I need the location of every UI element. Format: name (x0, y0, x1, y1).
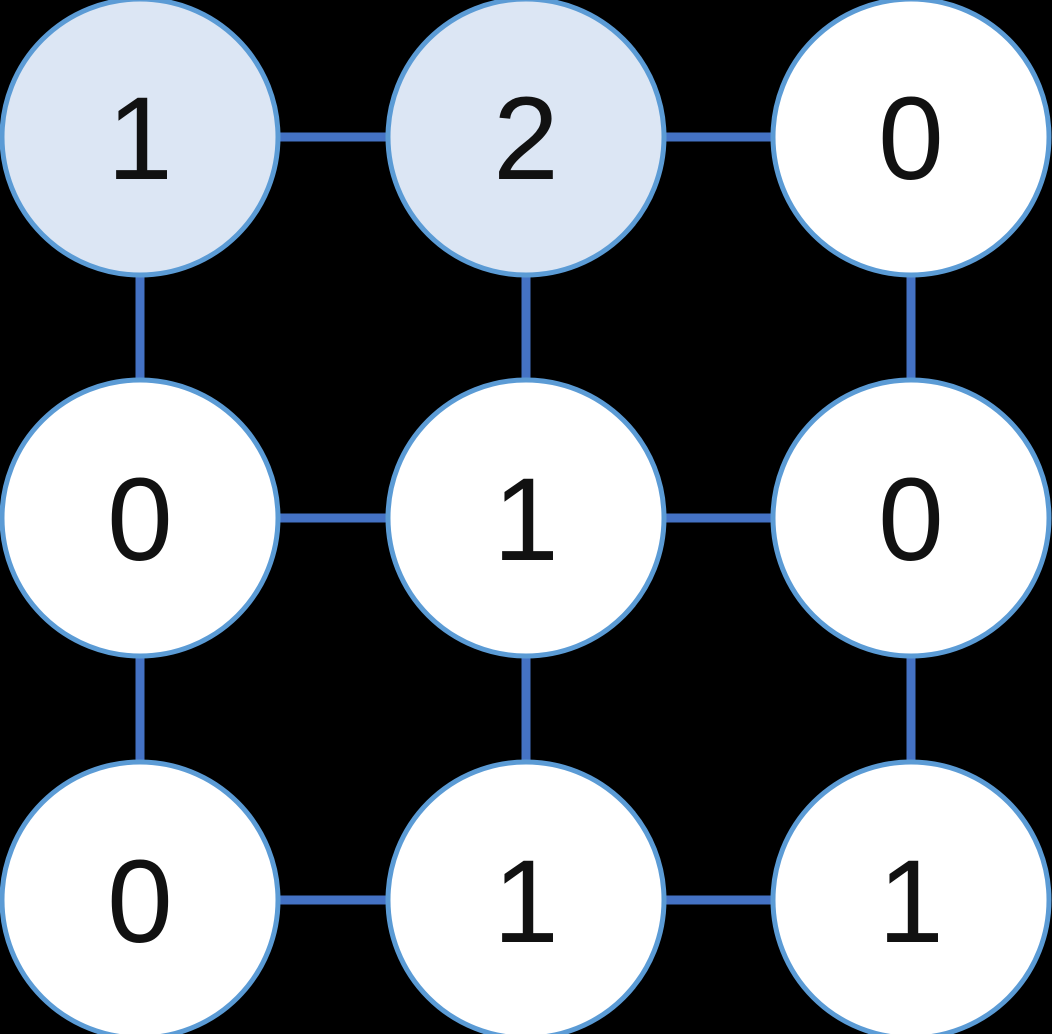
graph-node-circle[interactable] (0, 759, 281, 1034)
graph-node[interactable]: 0 (0, 759, 281, 1034)
graph-node-circle-highlighted[interactable] (0, 0, 281, 278)
graph-node-circle[interactable] (0, 377, 281, 659)
graph-node-circle[interactable] (385, 377, 667, 659)
graph-node[interactable]: 1 (0, 0, 281, 278)
graph-node-circle-highlighted[interactable] (385, 0, 667, 278)
graph-node-circle[interactable] (770, 377, 1052, 659)
graph-node[interactable]: 0 (770, 0, 1052, 278)
graph-node-circle[interactable] (385, 759, 667, 1034)
graph-node[interactable]: 1 (385, 759, 667, 1034)
graph-node[interactable]: 2 (385, 0, 667, 278)
graph-node[interactable]: 1 (385, 377, 667, 659)
graph-node[interactable]: 1 (770, 759, 1052, 1034)
edge-layer (135, 132, 916, 905)
graph-node-circle[interactable] (770, 0, 1052, 278)
graph-node[interactable]: 0 (0, 377, 281, 659)
graph-node-circle[interactable] (770, 759, 1052, 1034)
graph-node[interactable]: 0 (770, 377, 1052, 659)
